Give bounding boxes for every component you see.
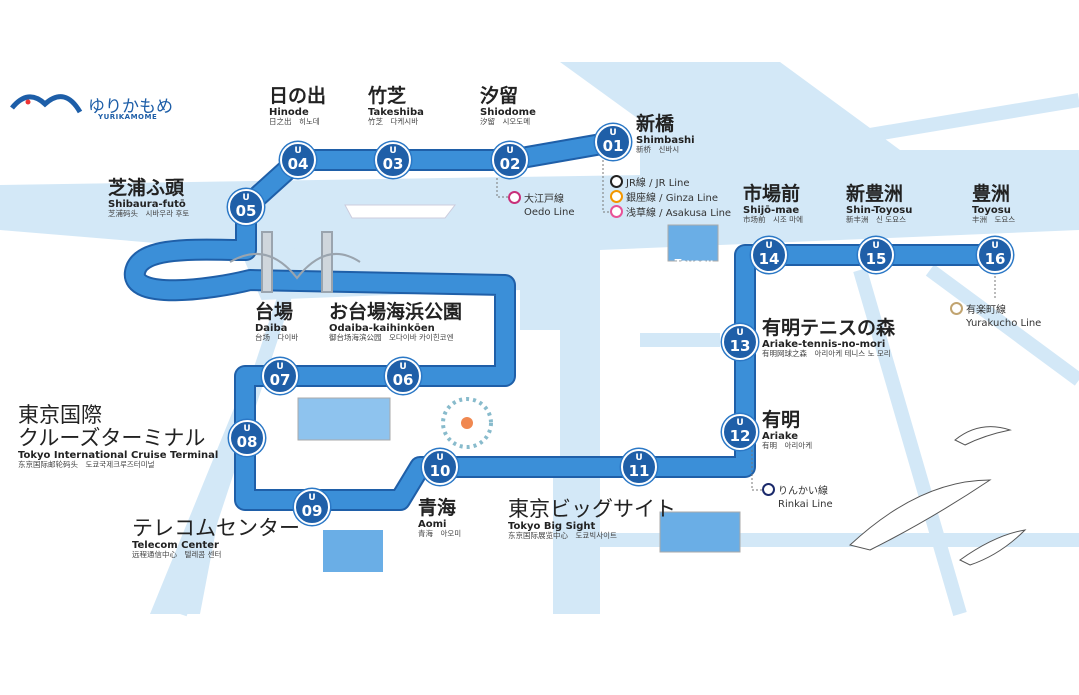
transfer-shimbashi-lines: JR線 / JR Line 銀座線 / Ginza Line 浅草線 / Asa… — [610, 175, 731, 220]
land-northeast — [780, 62, 1079, 150]
logo-text: ゆりかもめ — [88, 97, 173, 117]
toyosu-market-label: Toyosu Market — [674, 258, 714, 281]
rainbow-bridge-icon — [229, 231, 361, 293]
subway-icon — [508, 191, 521, 204]
telecom-center-building-icon — [323, 530, 383, 572]
jr-icon — [610, 175, 623, 188]
ship-icon — [344, 204, 457, 219]
ginza-line-icon — [610, 190, 623, 203]
big-sight-building-icon — [659, 511, 741, 553]
toyosu-market-icon — [667, 224, 719, 262]
logo-subtitle: YURIKAMOME — [98, 113, 158, 121]
yurakucho-line-icon — [950, 302, 963, 315]
land-west — [0, 230, 270, 614]
fuji-tv-building-icon — [297, 397, 391, 441]
yurikamome-logo-icon — [10, 94, 83, 114]
seagull-icons — [848, 426, 1027, 566]
asakusa-line-icon — [610, 205, 623, 218]
rinkai-line-icon — [762, 483, 775, 496]
ferris-wheel-icon — [441, 397, 493, 449]
land-ariake — [600, 230, 1079, 614]
line-south — [125, 207, 995, 509]
